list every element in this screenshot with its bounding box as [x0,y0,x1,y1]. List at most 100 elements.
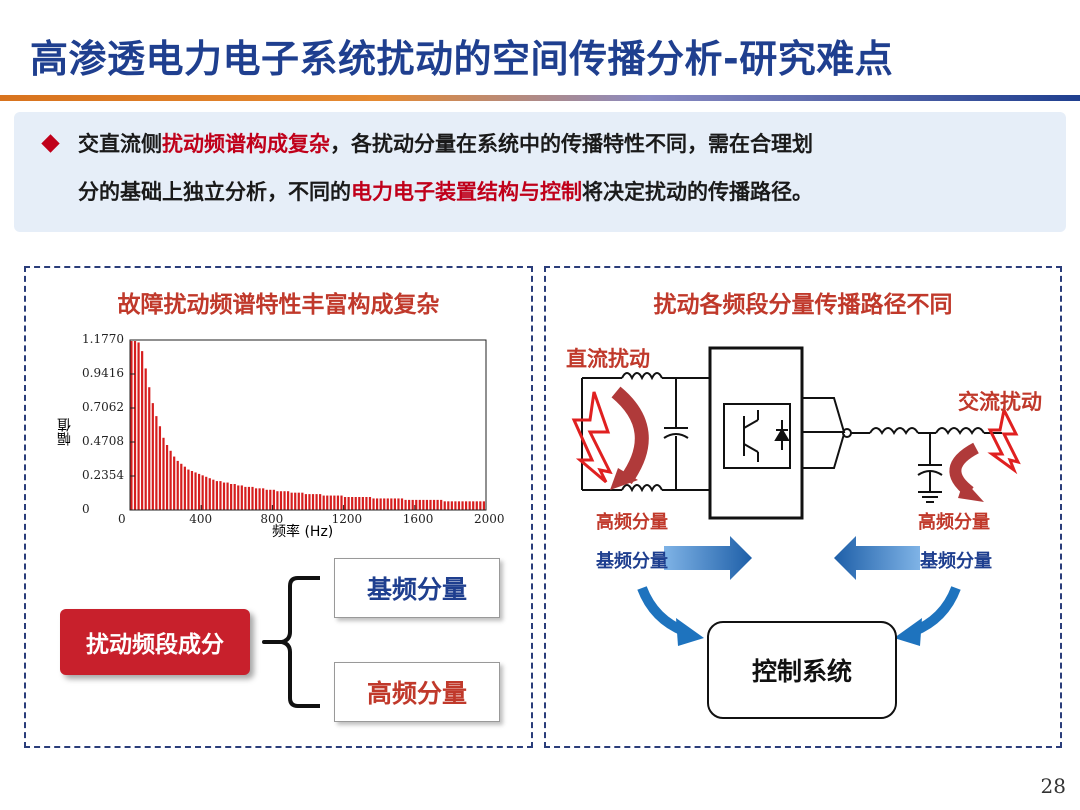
spectrum-bar [408,499,411,510]
spectrum-bar [237,485,240,510]
x-tick-label: 2000 [474,512,505,526]
spectrum-bar [141,351,144,510]
y-tick-label: 0.7062 [82,400,124,414]
fundamental-arrow-right [664,536,752,580]
hf-label-right: 高频分量 [918,512,990,533]
spectrum-bar [464,501,468,510]
spectrum-bar [197,473,201,510]
spectrum-bar [169,450,172,510]
spectrum-bar [429,499,432,510]
intro-text: 将决定扰动的传播路径。 [582,180,813,204]
ac-disturbance-label: 交流扰动 [958,390,1042,414]
spectrum-bar [137,342,140,510]
spectrum-bar [301,492,304,510]
spectrum-bar [457,501,461,510]
spectrum-bar [368,497,372,510]
spectrum-bar [180,463,183,510]
spectrum-bar [443,501,446,510]
left-panel [24,266,533,748]
spectrum-bar [162,437,165,510]
spectrum-bar [336,495,340,510]
spectrum-bar [272,489,275,510]
intro-box [14,112,1066,232]
spectrum-bar [201,475,204,510]
spectrum-bar [226,482,229,510]
dc-lightning-icon [571,391,613,484]
spectrum-bar [144,368,147,510]
spectrum-bar [422,499,425,510]
spectrum-bar [482,501,485,510]
chart-plot-frame [129,339,487,511]
spectrum-bar [397,498,400,510]
spectrum-bar [130,341,133,510]
spectrum-bar [375,498,379,510]
chart-x-axis-label: 频率 (Hz) [272,524,334,540]
spectrum-bar [158,426,162,510]
spectrum-bar [290,492,293,510]
spectrum-bar [151,403,154,510]
dc-arrowhead-icon [610,468,638,490]
spectrum-bar [447,501,450,510]
control-system-box: 控制系统 [707,621,897,719]
spectrum-bar [361,497,364,510]
spectrum-bar [311,494,315,510]
y-tick-label: 0 [82,502,90,516]
spectrum-bar [187,469,190,510]
y-tick-label: 1.1770 [82,332,124,346]
spectrum-bar [233,484,236,510]
x-tick-label: 0 [118,512,126,526]
spectrum-bar [190,471,194,510]
spectrum-bar [472,501,475,510]
spectrum-bar [251,486,254,510]
spectrum-bar [411,499,414,510]
intro-highlight: 扰动频谱构成复杂 [162,132,330,156]
x-tick-label: 800 [260,512,284,526]
spectrum-bar [230,484,233,510]
spectrum-bar [219,481,222,510]
spectrum-bar [440,499,443,510]
spectrum-bar [386,498,389,510]
fundamental-label-left: 基频分量 [596,551,668,572]
left-feedback-arrowhead-icon [676,618,704,646]
converter-circuit-diagram [571,346,1021,646]
hf-label-left: 高频分量 [596,512,668,533]
spectrum-bar [194,472,197,510]
spectrum-bar [425,499,429,510]
spectrum-bar [262,488,265,510]
converter-box [708,346,804,520]
ac-arrowhead-icon [958,480,984,502]
dc-disturbance-arrow [611,386,649,485]
right-panel-title: 扰动各频段分量传播路径不同 [653,292,953,318]
spectrum-bar [468,501,471,510]
ac-lightning-icon [987,405,1021,475]
spectrum-bar [326,495,329,510]
spectrum-bar [212,479,215,510]
fundamental-label-right: 基频分量 [920,551,992,572]
spectrum-bar [176,460,179,510]
spectrum-bar [265,489,268,510]
intro-text: ，各扰动分量在系统中的传播特性不同，需在合理划 [330,132,813,156]
spectrum-bar [308,494,311,510]
spectrum-bar [436,499,439,510]
spectrum-bar [155,416,158,510]
spectrum-bar [247,486,251,510]
right-feedback-arrowhead-icon [894,618,922,646]
intro-line-1: 交直流侧扰动频谱构成复杂，各扰动分量在系统中的传播特性不同，需在合理划 [78,128,813,158]
high-frequency-component-box: 高频分量 [334,662,500,722]
fundamental-arrow-left [834,536,920,580]
spectrum-bar [475,501,478,510]
page-number: 28 [1040,774,1066,798]
spectrum-bar [358,497,361,510]
spectrum-bar [286,491,290,510]
spectrum-bar [329,495,332,510]
spectrum-bar [215,481,218,510]
spectrum-bar [297,492,300,510]
dc-side-wiring [581,372,710,493]
spectrum-bar [173,456,176,510]
y-tick-label: 0.4708 [82,434,124,448]
left-panel-title: 故障扰动频谱特性丰富构成复杂 [117,292,440,318]
spectrum-bar [244,486,247,510]
spectrum-bar [390,498,393,510]
spectrum-bar [208,478,211,510]
spectrum-bar [379,498,382,510]
